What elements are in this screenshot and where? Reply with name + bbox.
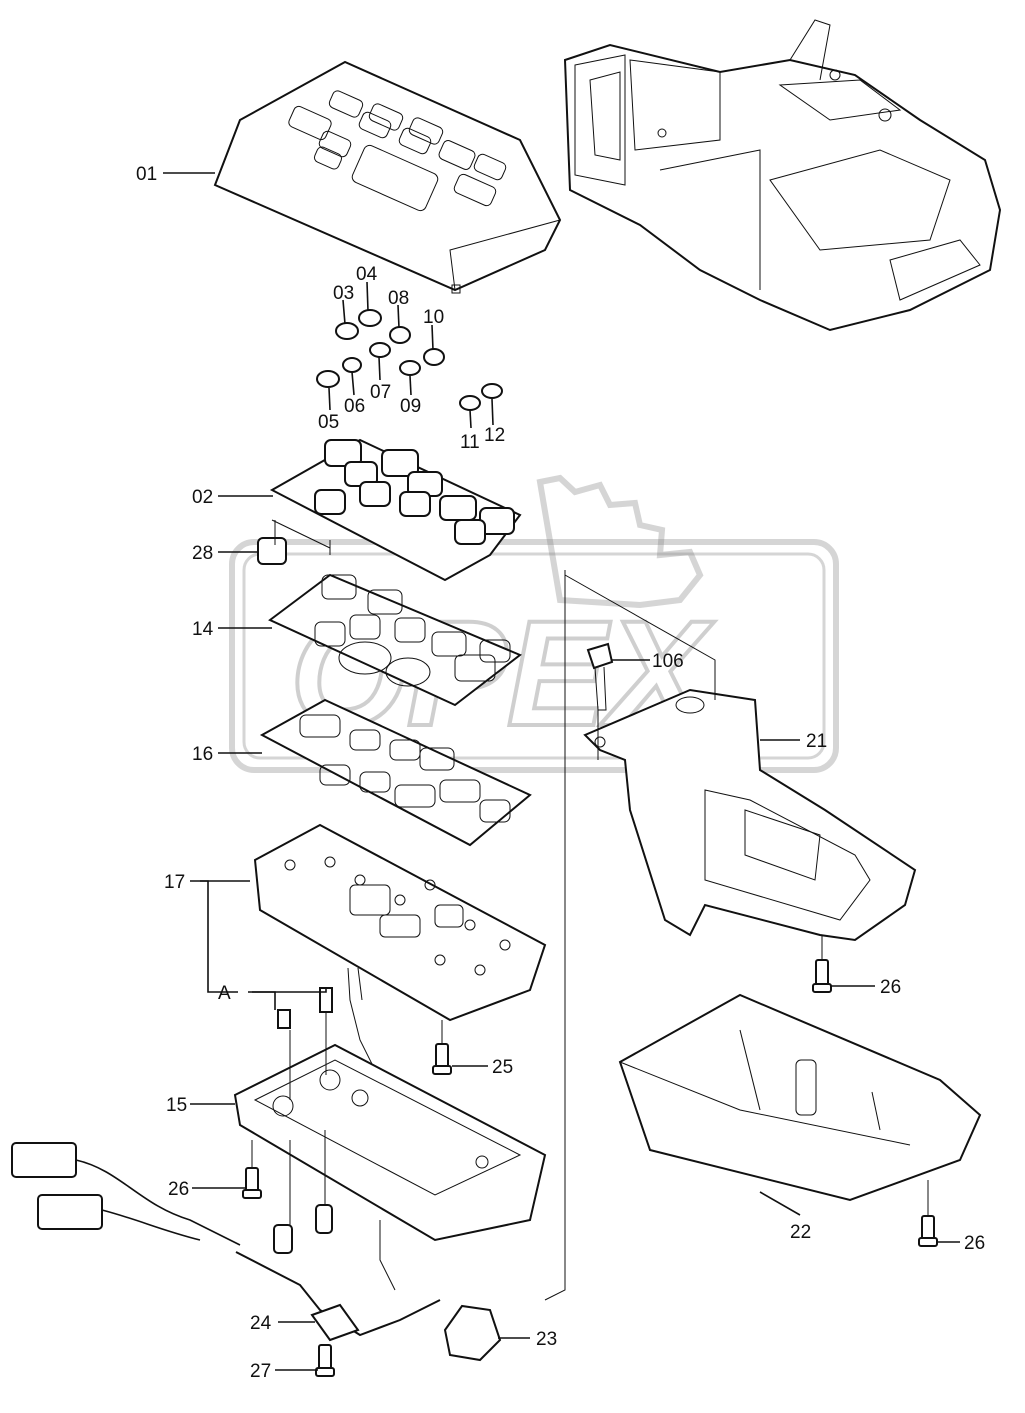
switch-holder-part — [259, 698, 532, 847]
callout-04: 04 — [356, 264, 378, 285]
callout-01: 01 — [136, 164, 157, 185]
callout-28: 28 — [192, 543, 213, 564]
wire-harness-part — [11, 1142, 441, 1342]
callout-14: 14 — [192, 619, 214, 640]
callout-22: 22 — [790, 1222, 811, 1243]
guide-lines — [251, 520, 929, 1301]
callout-16: 16 — [192, 744, 213, 765]
top-cover-part — [213, 60, 562, 294]
callout-08: 08 — [388, 288, 409, 309]
callout-05: 05 — [318, 412, 339, 433]
switch-knobs — [316, 309, 503, 411]
callout-07: 07 — [370, 382, 391, 403]
callout-21: 21 — [806, 731, 827, 752]
callout-11: 11 — [460, 432, 480, 453]
callout-02: 02 — [192, 487, 213, 508]
callout-17: 17 — [164, 872, 185, 893]
callout-26-right-top: 26 — [880, 977, 901, 998]
callout-24: 24 — [250, 1313, 272, 1334]
grommet-part — [443, 1304, 502, 1362]
side-cover-part — [618, 993, 982, 1202]
callout-12: 12 — [484, 425, 505, 446]
callout-06: 06 — [344, 396, 365, 417]
callout-labels: 01 02 03 04 05 06 07 08 09 10 11 12 14 1… — [136, 164, 985, 1382]
callout-23: 23 — [536, 1329, 557, 1350]
bulbs — [277, 987, 333, 1029]
callout-A: A — [218, 983, 231, 1004]
circuit-board-part — [253, 823, 547, 1171]
callout-27: 27 — [250, 1361, 271, 1382]
switch-membrane-part — [268, 573, 522, 707]
callout-09: 09 — [400, 396, 421, 417]
excavator-illustration — [563, 19, 1002, 332]
keypad-part — [269, 438, 522, 582]
callout-25: 25 — [492, 1057, 513, 1078]
callout-03: 03 — [333, 283, 354, 304]
lower-case-part — [233, 1043, 547, 1242]
bracket-part — [583, 688, 917, 942]
bolt-106-part — [586, 642, 614, 711]
callout-10: 10 — [423, 307, 444, 328]
clip-part — [257, 537, 287, 565]
callout-26-right-bottom: 26 — [964, 1233, 985, 1254]
callout-106: 106 — [652, 651, 684, 672]
leader-lines — [163, 172, 960, 1371]
callout-15: 15 — [166, 1095, 187, 1116]
callout-26-left: 26 — [168, 1179, 189, 1200]
